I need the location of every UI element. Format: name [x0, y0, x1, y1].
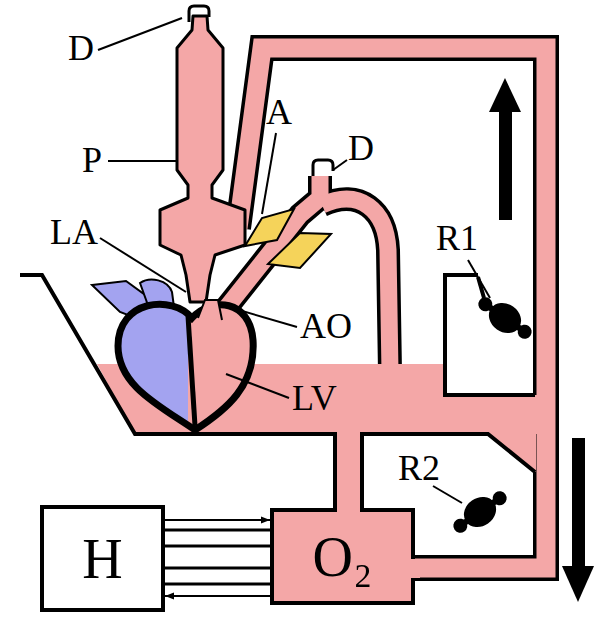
compliance-chamber	[245, 209, 331, 268]
tube-fill	[215, 48, 546, 568]
gas-line	[160, 530, 274, 546]
tube-outline	[215, 48, 546, 568]
drip-cap	[189, 6, 333, 176]
bath-wall	[445, 275, 535, 395]
leader-line	[333, 160, 347, 170]
leader-line	[98, 18, 182, 50]
leader-line	[226, 374, 289, 398]
heart	[118, 304, 188, 430]
heart	[118, 300, 253, 430]
preload-chamber	[160, 16, 245, 302]
drip-cap	[189, 6, 209, 22]
bath-fluid	[335, 430, 362, 514]
heart	[118, 304, 253, 430]
roller-pump	[451, 516, 470, 535]
part-label: P	[82, 142, 102, 178]
part-label: LA	[50, 214, 98, 250]
bath-wall	[362, 434, 535, 508]
flow-arrow	[489, 78, 521, 112]
roller-pump	[447, 483, 514, 541]
flow-arrow-line	[165, 595, 270, 597]
compliance-chamber	[245, 209, 294, 246]
roller-pump	[447, 289, 539, 541]
gas-line	[160, 568, 274, 584]
part-label: D	[348, 130, 374, 166]
part-label: A	[266, 94, 292, 130]
leader-line	[108, 160, 176, 162]
drip-cap	[313, 160, 333, 176]
heart	[118, 304, 253, 430]
flow-arrow	[489, 78, 594, 602]
leader-line	[433, 486, 462, 503]
flow-arrow	[562, 566, 594, 602]
leader-line	[98, 18, 490, 503]
tube-outline	[322, 199, 390, 372]
bath-wall	[20, 275, 535, 508]
roller-pump	[490, 488, 509, 507]
heater-box: H	[40, 505, 165, 612]
flow-arrow	[499, 108, 512, 220]
compliance-chamber	[268, 233, 331, 268]
preload-chamber	[160, 16, 245, 302]
roller-pump	[472, 289, 539, 347]
box-letter: H	[82, 531, 122, 587]
box-letter: O₂	[313, 529, 373, 585]
heart	[188, 316, 195, 426]
part-label: R1	[436, 220, 478, 256]
leader-line	[100, 238, 186, 292]
tube-outline	[238, 48, 546, 568]
part-label: R2	[398, 450, 440, 486]
bath-wall	[20, 275, 335, 508]
oxygenator-box: O₂	[270, 508, 415, 605]
part-label: LV	[292, 380, 337, 416]
flow-arrow	[572, 438, 585, 570]
tube-fill	[238, 48, 546, 568]
leader-line	[262, 133, 276, 214]
roller-pump	[515, 322, 534, 341]
part-label: D	[68, 30, 94, 66]
leader-line	[232, 308, 297, 327]
return-opening	[410, 559, 420, 578]
roller-pump	[476, 294, 495, 313]
gas-line	[160, 530, 274, 584]
heart	[198, 300, 222, 320]
tube-fill	[322, 199, 390, 372]
part-label: AO	[300, 308, 352, 344]
leader-line	[468, 260, 490, 298]
flow-arrow-line	[165, 519, 270, 521]
drain-opening	[337, 504, 360, 514]
